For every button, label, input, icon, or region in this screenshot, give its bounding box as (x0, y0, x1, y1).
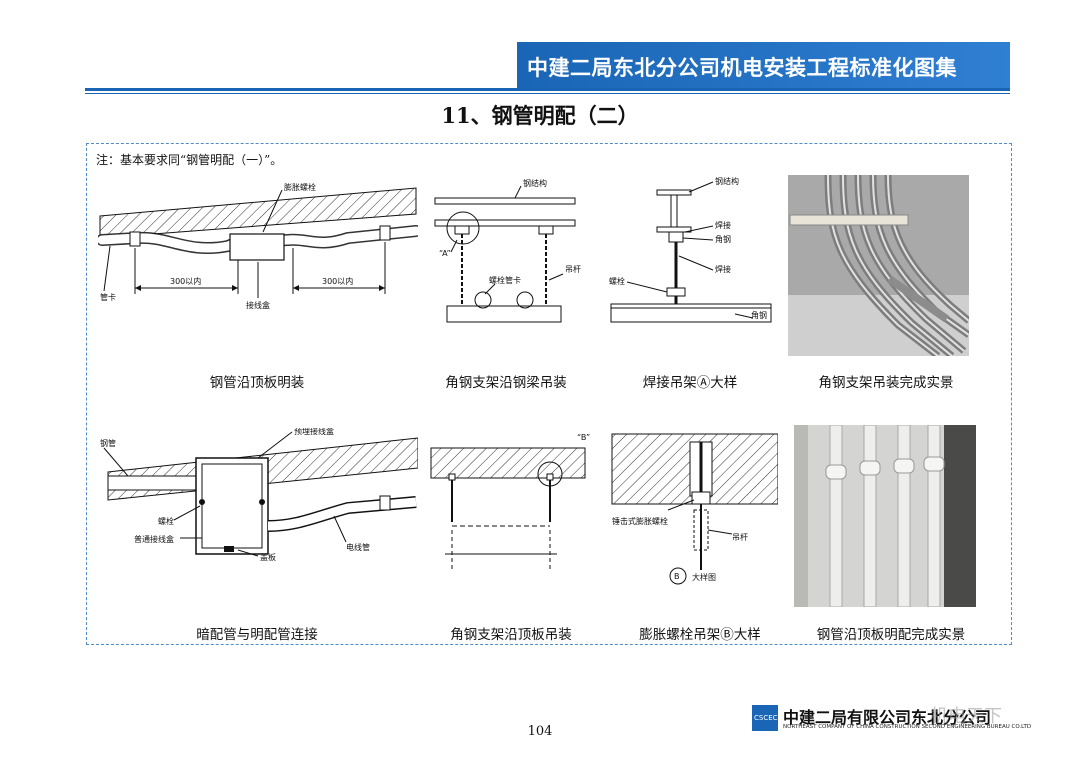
label-bolt-clamp: 螺栓管卡 (489, 275, 521, 285)
logo-text: CSCEC (754, 714, 778, 722)
label-embedded-box: 预埋接线盒 (294, 428, 334, 436)
caption-f4: 角钢支架吊装完成实景 (818, 375, 954, 391)
figure-slab-hanger: “B” (430, 433, 590, 570)
caption-f2: 角钢支架沿钢梁吊装 (445, 375, 567, 391)
photo-angle-bracket-installed (788, 175, 969, 356)
junction-box (229, 233, 285, 261)
label-dim-1: 300以内 (170, 276, 201, 286)
label-normal-box: 普通接线盒 (134, 534, 174, 544)
header-rule-thin (85, 93, 1010, 94)
label-weld-1: 焊接 (715, 220, 731, 230)
label-junction-box: 接线盒 (246, 300, 270, 310)
caption-f5: 暗配管与明配管连接 (196, 627, 318, 643)
label-bolt-2: 螺栓 (158, 516, 174, 526)
label-steel-structure: 钢结构 (523, 178, 547, 188)
header-title: 中建二局东北分公司机电安装工程标准化图集 (527, 56, 957, 80)
label-detail-drawing: 大样图 (692, 572, 716, 582)
junction-box-embedded (195, 457, 269, 555)
label-detail-b: “B” (577, 433, 590, 442)
section-title: 11、钢管明配（二） (441, 103, 639, 128)
label-dim-2: 300以内 (322, 276, 353, 286)
label-steel-structure-2: 钢结构 (715, 176, 739, 186)
caption-f3: 焊接吊架Ⓐ大样 (642, 375, 738, 391)
label-angle-2: 角钢 (751, 310, 767, 320)
note-text: 注：基本要求同“钢管明配（一）”。 (96, 153, 283, 167)
label-weld-2: 焊接 (715, 264, 731, 274)
label-cover: 盖板 (260, 552, 276, 562)
page-number: 104 (527, 724, 553, 739)
caption-f1: 钢管沿顶板明装 (209, 375, 305, 391)
company-name-en: NORTHEAST COMPANY OF CHINA CONSTRUCTION … (783, 724, 1032, 730)
header-banner (515, 42, 1010, 90)
figure-concealed-to-exposed: 钢管 预埋接线盒 螺栓 普通接线盒 盖板 电线管 (100, 428, 418, 562)
label-hammer-bolt: 锤击式膨胀螺栓 (612, 516, 668, 526)
label-hanger-rod-2: 吊杆 (732, 532, 748, 542)
label-angle-1: 角钢 (715, 234, 731, 244)
label-detail-a: “A” (439, 249, 451, 258)
figure-expansion-bolt-detail: 锤击式膨胀螺栓 吊杆 B 大样图 (611, 433, 778, 585)
figure-steel-beam-hanger: 钢结构 “A” 螺栓管卡 吊杆 (434, 178, 581, 323)
company-logo: CSCEC (752, 705, 778, 731)
company-name: 中建二局有限公司东北分公司 (783, 708, 992, 727)
label-pipe-clamp: 管卡 (100, 292, 116, 302)
label-bolt: 螺栓 (609, 276, 625, 286)
figure-ceiling-surface-conduit: 膨胀螺栓 管卡 300以内 接线盒 300以内 (98, 182, 418, 310)
figure-welded-hanger-detail: 钢结构 焊接 角钢 焊接 螺栓 角钢 (609, 176, 772, 323)
caption-f8: 钢管沿顶板明配完成实景 (816, 627, 966, 643)
photo-conduit-ceiling-installed (794, 425, 976, 607)
label-steel-pipe: 钢管 (100, 438, 116, 448)
header-rule (85, 88, 1010, 91)
figure-frame (86, 143, 1012, 645)
label-b-circle: B (674, 572, 680, 581)
ceiling-slab (99, 187, 417, 239)
label-conduit: 电线管 (346, 542, 370, 552)
caption-f6: 角钢支架沿顶板吊装 (450, 627, 572, 643)
watermark: 机电天下 (930, 706, 1002, 727)
label-expansion-bolt: 膨胀螺栓 (284, 182, 316, 192)
caption-f7: 膨胀螺栓吊架Ⓑ大样 (639, 627, 761, 643)
label-hanger-rod: 吊杆 (565, 264, 581, 274)
